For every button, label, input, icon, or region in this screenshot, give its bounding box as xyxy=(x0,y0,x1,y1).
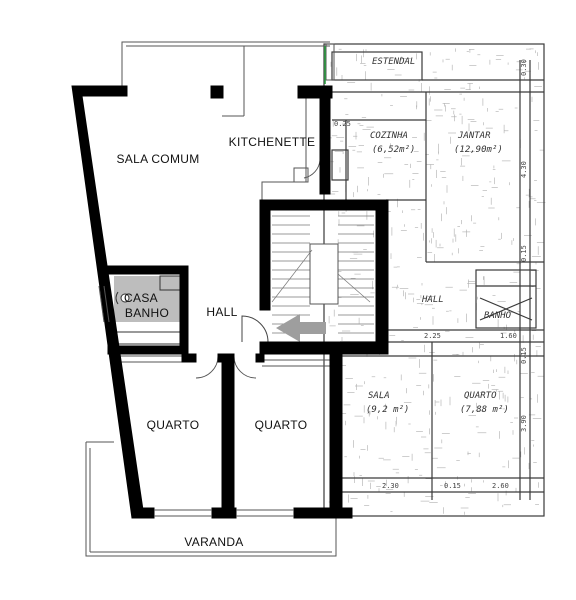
windows xyxy=(98,285,294,517)
stair-core xyxy=(241,215,374,343)
thin-outlines xyxy=(85,41,337,557)
sketch-dim: 0.30 xyxy=(520,59,528,76)
stair-well xyxy=(309,243,339,305)
sketch-label-estendal: ESTENDAL xyxy=(372,57,415,67)
sketch-walls xyxy=(323,43,545,517)
sketch-dim: 0.15 xyxy=(520,245,528,262)
sketch-dim: 3.90 xyxy=(520,415,528,432)
sketch-dim: 1.60 xyxy=(500,332,517,340)
sketch-label-sala: SALA xyxy=(368,391,390,401)
sketch-dim: 2.60 xyxy=(492,482,509,490)
sketch-dim: 2.30 xyxy=(382,482,399,490)
sketch-hatching xyxy=(328,48,546,515)
sketch-label-quarto-area: (7,88 m²) xyxy=(460,405,509,415)
clean-plan: SALA COMUM KITCHENETTE CASA BANHO HALL Q… xyxy=(71,41,389,557)
room-label-quarto-left: QUARTO xyxy=(147,418,200,432)
sketch-label-jantar-area: (12,90m²) xyxy=(454,145,503,155)
room-label-varanda: VARANDA xyxy=(184,535,243,549)
sketch-label-jantar: JANTAR xyxy=(457,131,491,141)
walls xyxy=(71,85,389,519)
sketch-label-cozinha-area: (6,52m²) xyxy=(372,145,415,155)
door-swing xyxy=(241,315,269,343)
sketch-label-cozinha: COZINHA xyxy=(370,131,408,141)
sketch-label-sala-area: (9,2 m²) xyxy=(366,405,409,415)
sketch-dim: 0.25 xyxy=(334,120,351,128)
original-sketch: ESTENDAL COZINHA (6,52m²) JANTAR (12,90m… xyxy=(323,43,546,517)
room-label-quarto-right: QUARTO xyxy=(255,418,308,432)
stair-break-line xyxy=(337,273,371,303)
sketch-label-quarto: QUARTO xyxy=(464,391,497,401)
room-label-casa-banho-line2: BANHO xyxy=(125,306,169,320)
room-label-kitchenette: KITCHENETTE xyxy=(229,135,316,149)
sketch-dim: 4.30 xyxy=(520,161,528,178)
room-label-hall: HALL xyxy=(206,305,237,319)
sketch-dim: 0.15 xyxy=(520,347,528,364)
room-label-sala-comum: SALA COMUM xyxy=(116,152,199,166)
sketch-label-banho: BANHO xyxy=(484,311,512,321)
sketch-dim: 0.15 xyxy=(444,482,461,490)
sketch-label-hall: HALL xyxy=(421,295,444,305)
room-label-casa-banho-line1: CASA xyxy=(124,291,158,305)
sketch-dim: 2.25 xyxy=(424,332,441,340)
stair-break-line xyxy=(271,249,313,303)
arrow-left-icon xyxy=(276,314,326,342)
